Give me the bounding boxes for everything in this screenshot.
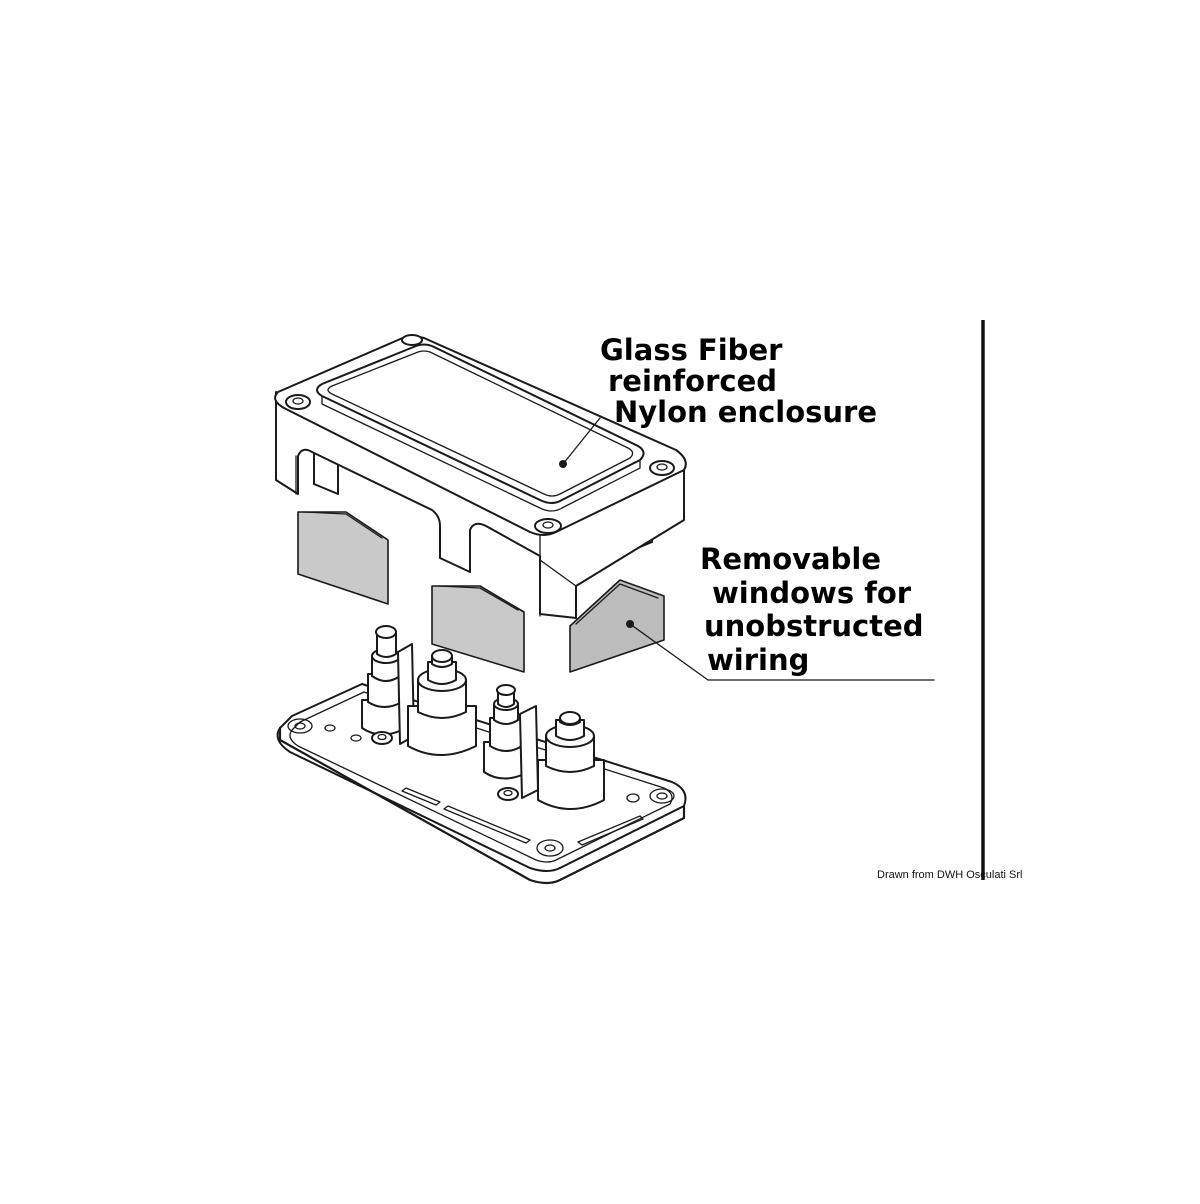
image-credit: Drawn from DWH Osculati Srl <box>877 869 1023 881</box>
base-mount-holes <box>287 718 675 857</box>
windows-label-line-3: unobstructed <box>704 609 924 643</box>
base-plate <box>276 683 687 885</box>
enclosure-callout: Glass Fiber reinforced Nylon enclosure <box>600 335 877 428</box>
window-center <box>431 585 525 673</box>
enclosure-label-line-1: Glass Fiber <box>600 333 783 367</box>
windows-label-line-2: windows for <box>712 575 912 610</box>
removable-windows <box>297 511 665 673</box>
stud-back-right <box>483 684 525 780</box>
bus-bar-right <box>519 705 539 799</box>
stud-back-left <box>361 625 403 736</box>
stud-front-right <box>537 711 605 810</box>
enclosure-label-line-3: Nylon enclosure <box>614 395 878 429</box>
terminal-studs <box>361 625 605 810</box>
leader-lines <box>559 417 935 681</box>
cover-screws <box>285 334 675 534</box>
window-left <box>297 511 389 605</box>
enclosure-label-line-2: reinforced <box>608 364 778 398</box>
base-slots <box>350 734 644 846</box>
window-right <box>569 579 665 673</box>
windows-label-line-4: wiring <box>707 642 810 677</box>
windows-callout: Removable windows for unobstructed wirin… <box>700 542 924 677</box>
plate-screws <box>371 731 519 801</box>
stud-front-left <box>407 649 477 756</box>
windows-label-line-1: Removable <box>700 542 881 576</box>
